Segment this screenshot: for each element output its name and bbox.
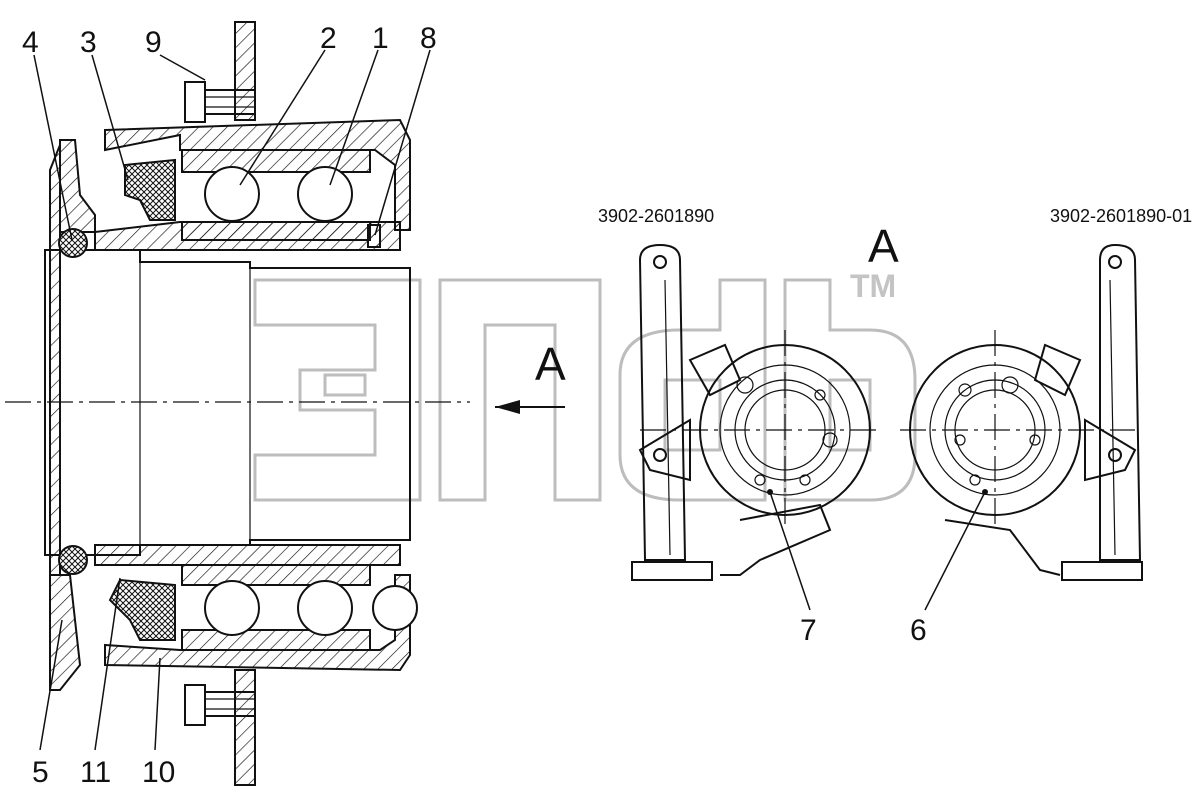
section-arrow-label: A <box>535 338 566 390</box>
ball-2-bottom <box>204 580 260 636</box>
inner-race-top <box>181 221 371 241</box>
watermark: TM <box>253 268 917 502</box>
bolt-top <box>184 81 256 123</box>
callout-5: 5 <box>32 756 49 789</box>
part-number-left: 3902-2601890 <box>598 206 714 226</box>
seal-11 <box>108 578 176 641</box>
mounting-plate-bottom <box>234 669 256 786</box>
bolt-bottom <box>184 684 256 726</box>
outer-race-bottom <box>181 629 371 651</box>
o-ring-bottom <box>58 545 88 575</box>
trademark-mark: TM <box>850 268 896 304</box>
mounting-plate-top <box>234 21 256 121</box>
callout-2: 2 <box>320 22 337 55</box>
flange-web <box>49 144 61 576</box>
ball-extra-bottom <box>372 585 418 631</box>
callout-4: 4 <box>22 26 39 59</box>
hub-sleeve-bottom <box>94 544 401 566</box>
callout-8: 8 <box>420 22 437 55</box>
part-number-right: 3902-2601890-01 <box>1050 206 1192 226</box>
view-a-left-assembly <box>631 243 880 611</box>
ball-1-top <box>297 166 353 222</box>
bearing-section-view: A <box>5 21 566 786</box>
ball-2-top <box>204 166 260 222</box>
retaining-ring-8 <box>367 224 381 248</box>
housing-top <box>104 118 411 231</box>
callout-7: 7 <box>800 614 817 647</box>
callout-9: 9 <box>145 26 162 59</box>
view-a-right-assembly <box>900 243 1143 611</box>
section-arrow-head <box>495 400 520 414</box>
flange-bottom <box>49 574 82 691</box>
callout-10: 10 <box>142 756 175 789</box>
callout-1: 1 <box>372 22 389 55</box>
seal-3 <box>124 158 176 221</box>
callout-3: 3 <box>80 26 97 59</box>
inner-race-bottom <box>181 564 371 586</box>
ball-1-bottom <box>297 580 353 636</box>
view-a-label: A <box>868 220 899 272</box>
o-ring-top <box>58 228 88 258</box>
section-leaders <box>33 49 431 751</box>
callout-11: 11 <box>80 756 111 789</box>
flange-top <box>59 139 96 233</box>
callout-6: 6 <box>910 614 927 647</box>
